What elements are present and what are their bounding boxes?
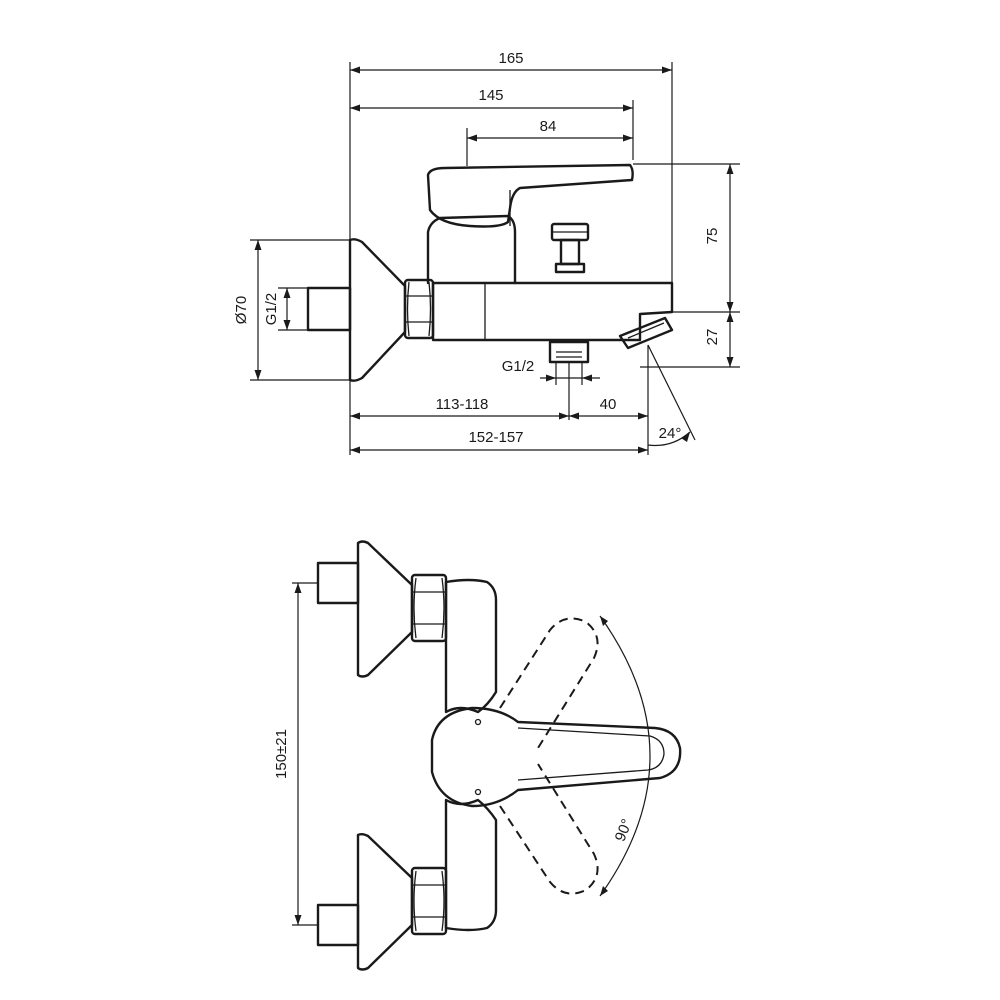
dim-75-label: 75 <box>704 228 721 245</box>
dim-27-label: 27 <box>704 329 721 346</box>
side-cartridge-column <box>426 214 517 285</box>
top-mixer-body <box>444 578 498 714</box>
side-mixer-body <box>431 281 674 342</box>
top-lever <box>430 706 682 808</box>
dim-113-118-label: 113-118 <box>436 396 489 413</box>
dim-dia70-label: Ø70 <box>233 296 250 324</box>
side-escutcheon <box>348 238 407 382</box>
side-spout-tip <box>618 316 674 350</box>
side-hex-nut <box>403 278 435 340</box>
top-lever-rotated-up <box>499 617 599 749</box>
top-upper-escutcheon <box>356 540 414 678</box>
dim-165-label: 165 <box>498 50 523 67</box>
top-lower-escutcheon <box>356 833 414 971</box>
dim-g12-bottom-label: G1/2 <box>502 358 535 375</box>
dim-152-157-label: 152-157 <box>468 429 523 446</box>
dim-g12-left-label: G1/2 <box>263 293 280 326</box>
dim-40-label: 40 <box>600 396 617 413</box>
dim-150-label: 150±21 <box>273 729 290 779</box>
top-lower-inlet-pipe <box>316 903 360 947</box>
top-view <box>292 540 682 971</box>
dim-24deg-label: 24° <box>659 425 682 442</box>
top-90deg-arc <box>599 615 651 897</box>
side-view <box>250 62 740 455</box>
side-inlet-pipe <box>306 286 352 332</box>
dim-84-label: 84 <box>540 118 557 135</box>
top-lower-hex-nut <box>410 866 448 936</box>
dim-145-label: 145 <box>478 87 503 104</box>
top-upper-hex-nut <box>410 573 448 643</box>
side-diverter-knob <box>550 222 590 274</box>
side-lever <box>426 163 634 228</box>
top-upper-inlet-pipe <box>316 561 360 605</box>
side-bottom-outlet <box>548 340 590 364</box>
